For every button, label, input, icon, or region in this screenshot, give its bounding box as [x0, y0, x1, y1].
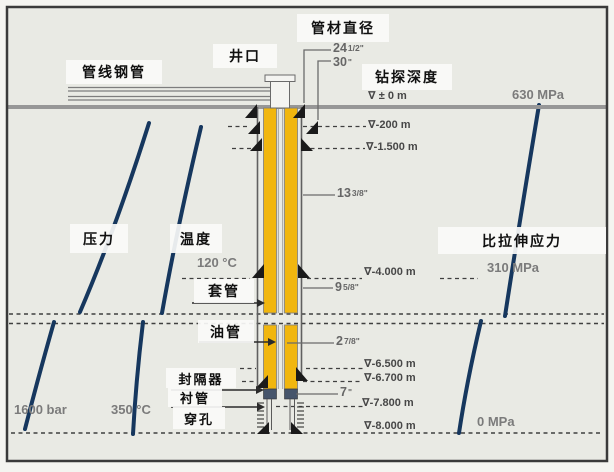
pressure-curve-upper [78, 121, 151, 314]
depth-marker-6500m: ∇-6.500 m [364, 358, 416, 370]
liner-label: 衬管 [168, 388, 222, 407]
pipe-diameter-label: 管材直径 [297, 14, 389, 42]
pipeline-label: 管线钢管 [66, 60, 162, 84]
temperature-label: 温度 [170, 224, 222, 253]
stress-curve-upper [503, 103, 541, 318]
depth-marker-0m: ∇ ± 0 m [368, 90, 407, 102]
diameter-7: 7" [340, 385, 352, 399]
depth-marker-6700m: ∇-6.700 m [364, 372, 416, 384]
pipeline-steel-pipes [68, 86, 270, 101]
wellhead-structure [264, 74, 296, 109]
depth-marker-200m: ∇-200 m [368, 119, 411, 131]
temp-casing-value: 120 °C [197, 255, 237, 270]
perforation-marks [257, 402, 304, 428]
depth-marker-7800m: ∇-7.800 m [362, 397, 414, 409]
diameter-leader-lines [287, 49, 338, 395]
pressure-curve-lower [23, 320, 56, 431]
drilling-depth-label: 钻探深度 [362, 64, 452, 90]
pressure-bottom-value: 1600 bar [14, 402, 67, 417]
component-arrowheads [256, 299, 276, 411]
tensile-stress-label: 比拉伸应力 [438, 227, 606, 254]
packer-label: 封隔器 [166, 368, 236, 388]
outer-casing-walls [256, 107, 303, 388]
diagram-frame [5, 5, 609, 463]
depth-marker-1500m: ∇-1.500 m [366, 141, 418, 153]
casing-label: 套管 [194, 279, 254, 303]
stress-mid-value: 310 MPa [487, 260, 540, 275]
tubing-label: 油管 [198, 320, 254, 343]
casing-shoe-triangles [245, 104, 318, 434]
temp-bottom-value: 350 °C [111, 402, 151, 417]
diameter-30: 30" [333, 55, 352, 69]
stress-curve-lower [457, 319, 483, 435]
pressure-label: 压力 [70, 224, 128, 253]
stress-bottom-value: 0 MPa [477, 414, 515, 429]
temperature-curve-lower [131, 320, 145, 436]
depth-leader-dashed-lines [182, 125, 478, 408]
wellhead-label: 井口 [213, 44, 277, 68]
tubing-walls [277, 108, 284, 389]
stress-surface-value: 630 MPa [512, 87, 565, 102]
depth-marker-8000m: ∇-8.000 m [364, 420, 416, 432]
perforation-label: 穿孔 [173, 407, 225, 429]
profile-curves [23, 103, 541, 436]
depth-marker-4000m: ∇-4.000 m [364, 266, 416, 278]
